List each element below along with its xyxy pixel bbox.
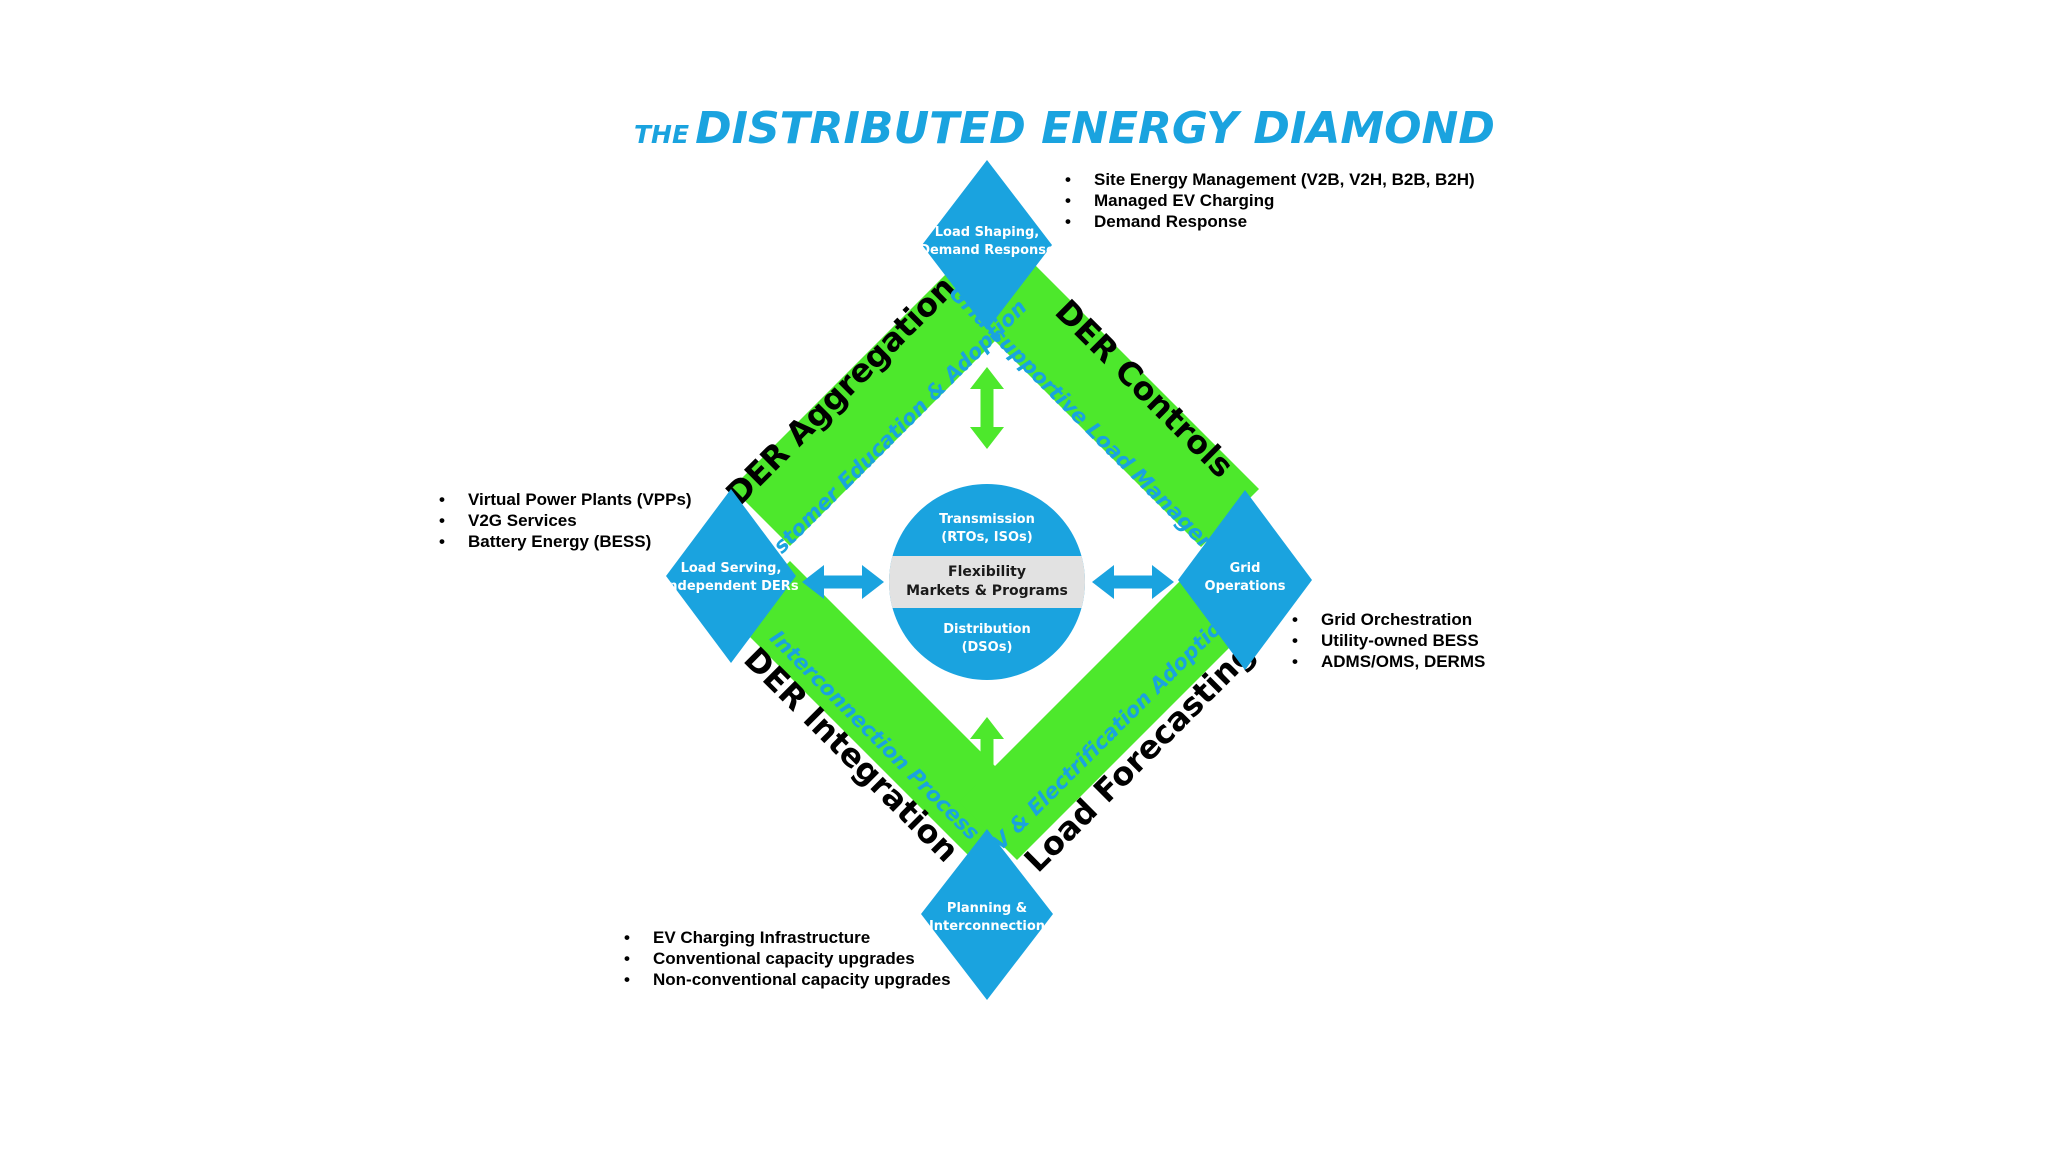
band-top-right <box>959 247 1259 547</box>
list-item: Utility-owned BESS <box>1292 630 1485 651</box>
svg-text:Flexibility: Flexibility <box>948 564 1026 580</box>
list-item: Demand Response <box>1065 211 1475 232</box>
svg-text:(DSOs): (DSOs) <box>962 640 1013 655</box>
svg-text:Load Serving,: Load Serving, <box>681 561 782 576</box>
node-top: Load Shaping, Demand Response <box>919 160 1055 330</box>
arrow-head <box>970 717 1004 739</box>
list-item: ADMS/OMS, DERMS <box>1292 651 1485 672</box>
list-item: V2G Services <box>439 510 692 531</box>
band-bottom-right <box>959 560 1259 860</box>
list-item: EV Charging Infrastructure <box>624 927 951 948</box>
node-bottom: Planning & Interconnection <box>921 829 1053 1000</box>
arrow-head <box>1152 565 1174 599</box>
band-bottom-left <box>732 561 1031 860</box>
list-item: Grid Orchestration <box>1292 609 1485 630</box>
svg-text:Markets & Programs: Markets & Programs <box>906 583 1068 599</box>
svg-text:Demand Response: Demand Response <box>919 243 1055 258</box>
svg-text:Operations: Operations <box>1205 579 1286 594</box>
node-right: Grid Operations <box>1178 490 1312 670</box>
arrow-head <box>862 565 884 599</box>
svg-text:Load Shaping,: Load Shaping, <box>935 225 1039 240</box>
svg-text:Independent DERs: Independent DERs <box>663 579 798 594</box>
bullet-list-left: Virtual Power Plants (VPPs) V2G Services… <box>439 489 692 552</box>
bullet-list-top: Site Energy Management (V2B, V2H, B2B, B… <box>1065 169 1475 232</box>
list-item: Conventional capacity upgrades <box>624 948 951 969</box>
list-item: Managed EV Charging <box>1065 190 1475 211</box>
bullet-list-bottom: EV Charging Infrastructure Conventional … <box>624 927 951 990</box>
arrow-head <box>802 565 824 599</box>
band-top-left <box>732 247 1031 546</box>
svg-text:Grid: Grid <box>1230 561 1261 576</box>
svg-text:(RTOs, ISOs): (RTOs, ISOs) <box>941 530 1032 545</box>
node-left: Load Serving, Independent DERs <box>663 489 799 663</box>
center-circle: Transmission (RTOs, ISOs) Flexibility Ma… <box>889 484 1085 680</box>
bullet-list-right: Grid Orchestration Utility-owned BESS AD… <box>1292 609 1485 672</box>
svg-text:Planning &: Planning & <box>947 901 1027 916</box>
list-item: Non-conventional capacity upgrades <box>624 969 951 990</box>
svg-text:Distribution: Distribution <box>943 622 1030 637</box>
list-item: Virtual Power Plants (VPPs) <box>439 489 692 510</box>
arrow-head <box>970 367 1004 389</box>
arrow-head <box>1092 565 1114 599</box>
svg-text:Interconnection: Interconnection <box>929 919 1045 934</box>
svg-text:Transmission: Transmission <box>939 512 1035 527</box>
list-item: Site Energy Management (V2B, V2H, B2B, B… <box>1065 169 1475 190</box>
list-item: Battery Energy (BESS) <box>439 531 692 552</box>
arrow-head <box>970 427 1004 449</box>
arrow-head <box>970 777 1004 799</box>
